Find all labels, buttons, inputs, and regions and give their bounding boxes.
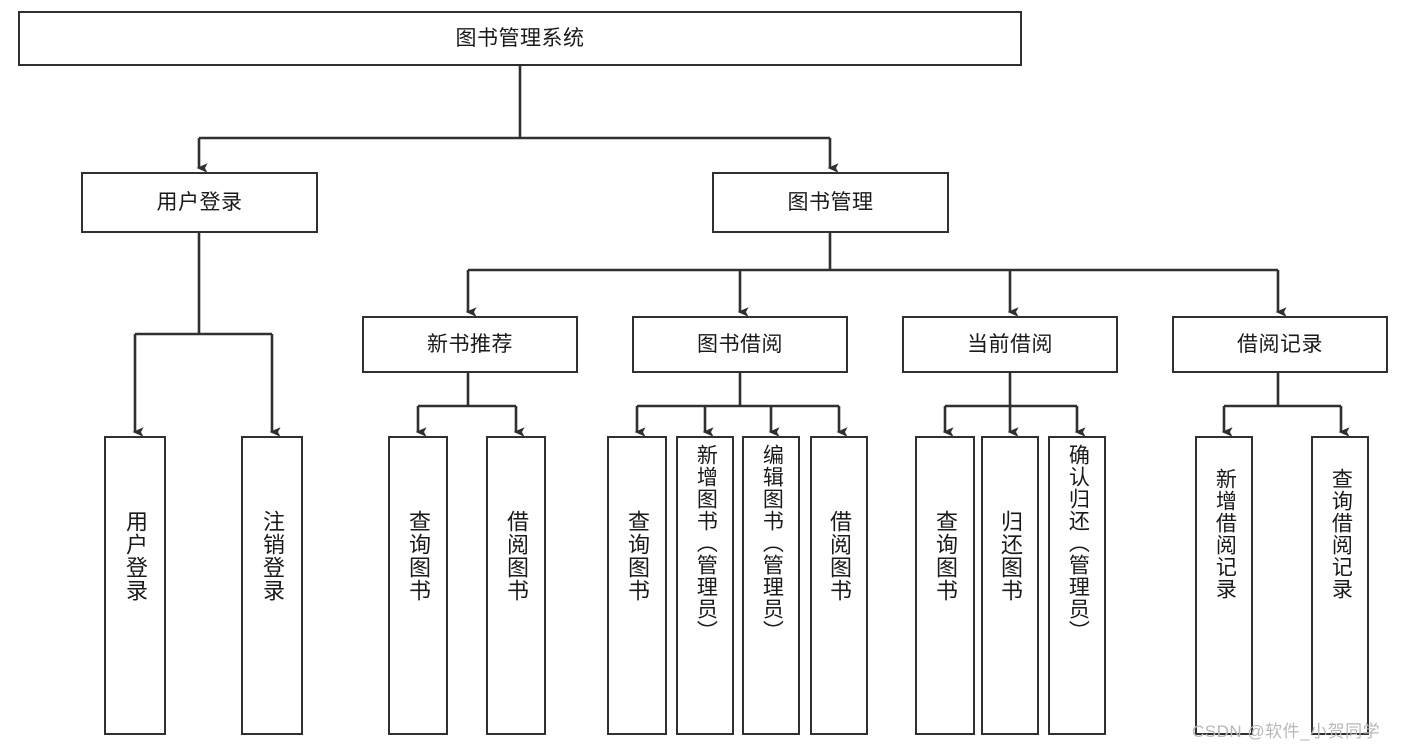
- node-user-login-label: 用户登录: [156, 190, 243, 214]
- node-root[interactable]: 图书管理系统: [18, 11, 1022, 66]
- node-leaf-query-book-borrow[interactable]: 查询图书: [607, 436, 667, 735]
- node-leaf-add-book[interactable]: 新增图书（管理员）: [676, 436, 734, 735]
- node-leaf-return-book[interactable]: 归还图书: [981, 436, 1039, 735]
- node-leaf-borrow-book-label: 借阅图书: [826, 510, 852, 602]
- node-leaf-query-book-recommend[interactable]: 查询图书: [388, 436, 448, 735]
- node-leaf-add-borrow-record[interactable]: 新增借阅记录: [1195, 436, 1253, 735]
- node-book-manage-label: 图书管理: [787, 190, 874, 214]
- node-leaf-query-borrow-record-label: 查询借阅记录: [1329, 468, 1353, 600]
- node-leaf-confirm-return-label: 确认归还（管理员）: [1066, 444, 1090, 642]
- node-root-label: 图书管理系统: [455, 26, 585, 50]
- node-borrow-record-label: 借阅记录: [1237, 332, 1323, 356]
- node-current-borrow[interactable]: 当前借阅: [902, 316, 1118, 373]
- node-leaf-query-borrow-record[interactable]: 查询借阅记录: [1311, 436, 1369, 735]
- node-borrow-record[interactable]: 借阅记录: [1172, 316, 1388, 373]
- node-leaf-query-book-recommend-label: 查询图书: [405, 510, 431, 602]
- node-leaf-user-login[interactable]: 用户登录: [104, 436, 166, 735]
- node-leaf-add-book-label: 新增图书（管理员）: [694, 444, 718, 642]
- node-leaf-borrow-book-recommend[interactable]: 借阅图书: [486, 436, 546, 735]
- node-book-manage[interactable]: 图书管理: [712, 172, 949, 233]
- node-leaf-borrow-book[interactable]: 借阅图书: [810, 436, 868, 735]
- node-current-borrow-label: 当前借阅: [967, 332, 1053, 356]
- node-leaf-user-login-label: 用户登录: [122, 510, 148, 602]
- node-leaf-logout-label: 注销登录: [259, 510, 285, 602]
- node-leaf-return-book-label: 归还图书: [997, 510, 1023, 602]
- node-leaf-add-borrow-record-label: 新增借阅记录: [1213, 468, 1237, 600]
- node-new-book-recommend[interactable]: 新书推荐: [362, 316, 578, 373]
- node-leaf-edit-book[interactable]: 编辑图书（管理员）: [742, 436, 800, 735]
- node-new-book-recommend-label: 新书推荐: [427, 332, 513, 356]
- node-leaf-logout[interactable]: 注销登录: [241, 436, 303, 735]
- node-leaf-edit-book-label: 编辑图书（管理员）: [760, 444, 784, 642]
- node-leaf-query-book-current[interactable]: 查询图书: [915, 436, 975, 735]
- node-book-borrow[interactable]: 图书借阅: [632, 316, 848, 373]
- node-user-login[interactable]: 用户登录: [81, 172, 318, 233]
- node-book-borrow-label: 图书借阅: [697, 332, 783, 356]
- node-leaf-borrow-book-recommend-label: 借阅图书: [503, 510, 529, 602]
- node-leaf-query-book-borrow-label: 查询图书: [624, 510, 650, 602]
- node-leaf-query-book-current-label: 查询图书: [932, 510, 958, 602]
- node-leaf-confirm-return[interactable]: 确认归还（管理员）: [1048, 436, 1106, 735]
